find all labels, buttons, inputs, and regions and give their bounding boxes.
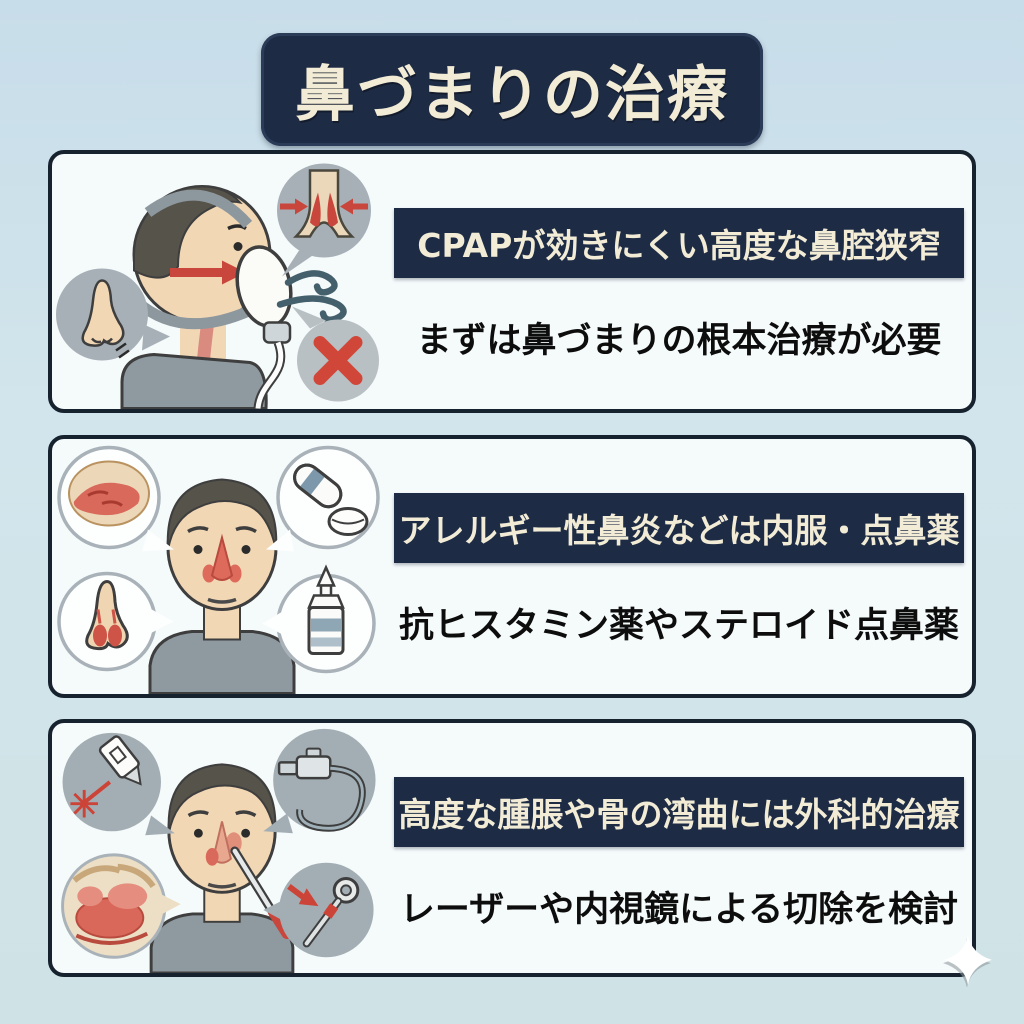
sparkle-icon	[943, 935, 992, 987]
card-text-column: 高度な腫脹や骨の湾曲には外科的治療 レーザーや内視鏡による切除を検討	[392, 723, 972, 973]
laser-device-icon	[62, 732, 175, 836]
card-subtitle: レーザーや内視鏡による切除を検討	[399, 890, 959, 930]
allergy-illustration	[52, 439, 392, 694]
page-title: 鼻づまりの治療	[295, 60, 729, 130]
surgery-illustration-svg	[61, 728, 376, 973]
surgery-person-figure	[149, 763, 295, 973]
allergy-illustration-svg	[57, 445, 380, 694]
card-text-column: アレルギー性鼻炎などは内服・点鼻薬 抗ヒスタミン薬やステロイド点鼻薬	[392, 439, 972, 694]
card-headline-badge: 高度な腫脹や骨の湾曲には外科的治療	[394, 777, 964, 847]
page-title-badge: 鼻づまりの治療	[261, 33, 763, 146]
card-text-column: CPAPが効きにくい高度な鼻腔狭窄 まずは鼻づまりの根本治療が必要	[392, 154, 972, 409]
inflamed-sinus-icon	[57, 445, 174, 552]
pills-icon	[266, 445, 380, 552]
cpap-person-figure	[120, 185, 293, 409]
treatment-card-allergy: アレルギー性鼻炎などは内服・点鼻薬 抗ヒスタミン薬やステロイド点鼻薬	[48, 435, 976, 698]
card-subtitle: まずは鼻づまりの根本治療が必要	[416, 321, 942, 361]
surgery-illustration	[52, 723, 392, 973]
inflamed-nose-icon	[57, 571, 174, 672]
treatment-card-surgery: 高度な腫脹や骨の湾曲には外科的治療 レーザーや内視鏡による切除を検討	[48, 719, 976, 977]
airflow-wind-icon	[276, 270, 347, 323]
narrowed-airway-icon	[277, 163, 371, 277]
blocked-nose-icon	[56, 268, 170, 361]
allergy-person-figure	[148, 478, 296, 694]
cpap-illustration-svg	[56, 163, 379, 409]
endoscope-icon	[263, 728, 376, 834]
nasal-spray-icon	[262, 564, 376, 674]
card-headline-badge: CPAPが効きにくい高度な鼻腔狭窄	[394, 208, 964, 278]
cross-icon	[292, 306, 379, 402]
card-subtitle: 抗ヒスタミン薬やステロイド点鼻薬	[398, 606, 959, 646]
swollen-tissue-icon	[61, 853, 181, 959]
cpap-illustration	[52, 154, 392, 409]
surgical-tool-icon	[263, 862, 374, 958]
card-headline-badge: アレルギー性鼻炎などは内服・点鼻薬	[394, 493, 964, 563]
treatment-card-cpap: CPAPが効きにくい高度な鼻腔狭窄 まずは鼻づまりの根本治療が必要	[48, 150, 976, 413]
